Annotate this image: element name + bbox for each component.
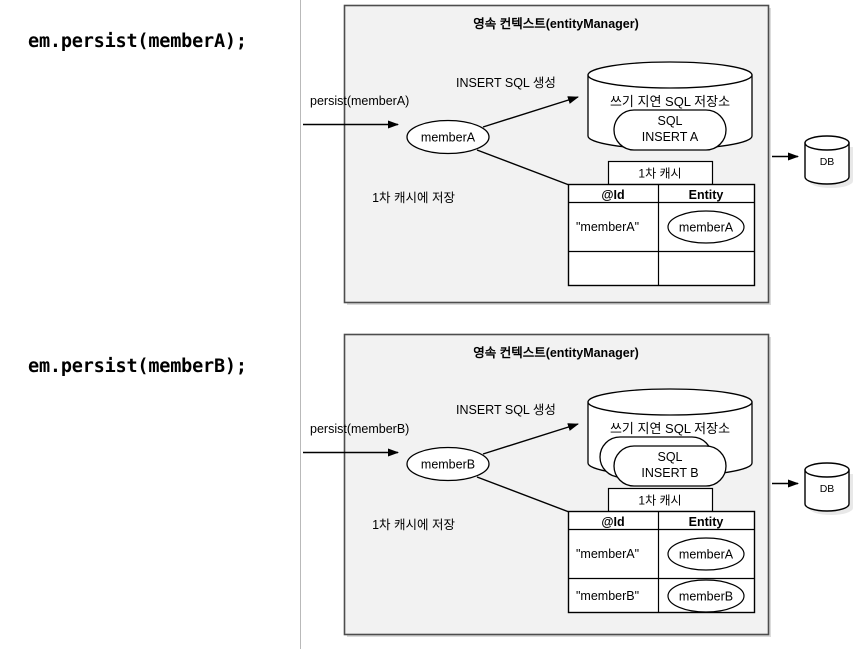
panel-a-cache-row1-id: "memberA" (576, 220, 639, 234)
panel-a-sql-statement-line2: INSERT A (642, 130, 699, 144)
panel-a-persist-arrow-label: persist(memberA) (310, 94, 409, 108)
panel-a-title: 영속 컨텍스트(entityManager) (473, 16, 639, 31)
panel-b-cache-title: 1차 캐시 (638, 494, 681, 508)
code-label-persist-a: em.persist(memberA); (28, 31, 247, 52)
panel-a-cache-store-arrow-label: 1차 캐시에 저장 (372, 191, 455, 205)
panel-b-sql-statement-line1: SQL (657, 450, 682, 464)
panel-a-entity-node-label: memberA (421, 131, 476, 145)
panel-a-database: DB (804, 135, 853, 188)
panel-b-database-label: DB (820, 483, 835, 495)
panel-b-cache-row1-id: "memberA" (576, 547, 639, 561)
panel-b-cache-row2-entity-node (667, 579, 745, 613)
panel-b-sql-store-label: 쓰기 지연 SQL 저장소 (610, 421, 730, 436)
panel-b-insert-sql-arrow-label: INSERT SQL 생성 (456, 403, 556, 417)
panel-b-cache-col-id: @Id (601, 515, 624, 529)
persistence-context-panel-a: 영속 컨텍스트(entityManager) persist(memberA) … (303, 4, 853, 305)
panel-b-insert-sql-arrow (482, 423, 579, 455)
panel-b-cache-row2-entity: memberB (679, 590, 733, 604)
panel-b-sql-statement-line2: INSERT B (641, 466, 698, 480)
panel-b-first-level-cache: 1차 캐시 @Id Entity "memberA" memberA "memb… (567, 487, 756, 614)
panel-b-cache-row2-id: "memberB" (576, 589, 639, 603)
panel-b-cache-row1-entity-node (667, 537, 745, 571)
persistence-context-panel-b: 영속 컨텍스트(entityManager) persist(memberB) … (303, 333, 853, 637)
code-label-persist-b: em.persist(memberB); (28, 356, 247, 377)
panel-a-cache-row1-entity-node (667, 210, 745, 244)
panel-a-first-level-cache: 1차 캐시 @Id Entity "memberA" memberA (567, 160, 756, 287)
panel-b-sql-statement: SQL INSERT B (613, 445, 727, 487)
panel-b-cache-row: "memberA" memberA (576, 537, 745, 571)
panel-b-cache-row1-entity: memberA (679, 548, 734, 562)
panel-a-insert-sql-arrow (482, 96, 579, 128)
panel-b-cache-row: "memberB" memberB (576, 579, 745, 613)
panel-a-database-label: DB (820, 156, 835, 168)
panel-b-database: DB (804, 462, 853, 515)
panel-b-title: 영속 컨텍스트(entityManager) (473, 345, 639, 360)
panel-b-cache-col-entity: Entity (689, 515, 724, 529)
panel-a-cache-row1-entity: memberA (679, 221, 734, 235)
panel-b-entity-node-label: memberB (421, 458, 475, 472)
panel-a-sql-store: 쓰기 지연 SQL 저장소 SQL INSERT A (587, 61, 753, 151)
panel-a-cache-row: "memberA" memberA (576, 210, 745, 244)
panel-a-cache-col-id: @Id (601, 188, 624, 202)
panel-b-sql-store: 쓰기 지연 SQL 저장소 SQL INSERT B (587, 388, 753, 487)
panel-a-cache-title: 1차 캐시 (638, 167, 681, 181)
panel-b-entity-node (406, 446, 490, 482)
panel-a-sql-statement: SQL INSERT A (613, 109, 727, 151)
panel-a-insert-sql-arrow-label: INSERT SQL 생성 (456, 76, 556, 90)
panel-b-persist-arrow-label: persist(memberB) (310, 422, 409, 436)
panel-a-sql-statement-line1: SQL (657, 114, 682, 128)
panel-b-cache-store-arrow-label: 1차 캐시에 저장 (372, 518, 455, 532)
panel-a-sql-store-label: 쓰기 지연 SQL 저장소 (610, 94, 730, 109)
panel-a-cache-col-entity: Entity (689, 188, 724, 202)
panel-a-entity-node (406, 119, 490, 155)
